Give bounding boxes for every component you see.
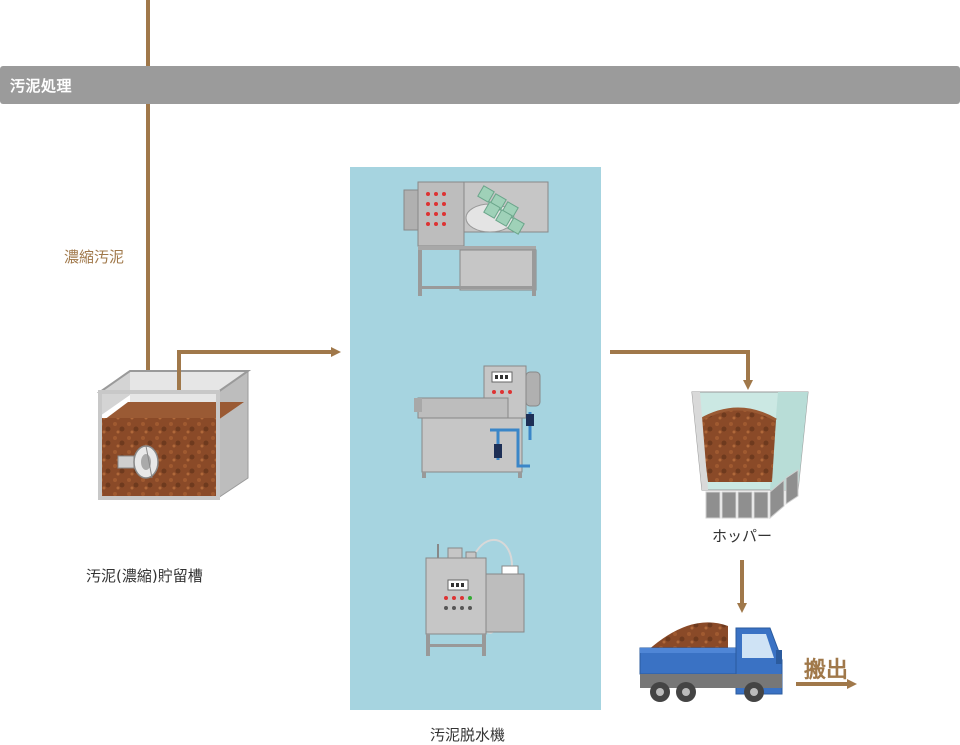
dewatering-machine-3 bbox=[425, 539, 525, 656]
section-header-bar: 汚泥処理 bbox=[0, 66, 960, 104]
pipe-tank-to-dewatering bbox=[177, 347, 341, 390]
section-title: 汚泥処理 bbox=[10, 77, 73, 95]
hopper bbox=[691, 391, 809, 520]
output-label: 搬出 bbox=[804, 658, 849, 683]
hopper-label: ホッパー bbox=[712, 527, 773, 545]
tank-label: 汚泥(濃縮)貯留槽 bbox=[86, 567, 203, 585]
pipe-dewatering-to-hopper bbox=[610, 350, 753, 390]
storage-tank bbox=[96, 370, 252, 500]
dump-truck-icon bbox=[639, 622, 783, 702]
input-flow-label: 濃縮汚泥 bbox=[64, 248, 125, 266]
dewatering-machine-1 bbox=[403, 181, 549, 296]
dewatering-machine-2 bbox=[414, 365, 541, 478]
mixer-icon bbox=[117, 445, 159, 479]
dewatering-label: 汚泥脱水機 bbox=[430, 726, 506, 744]
